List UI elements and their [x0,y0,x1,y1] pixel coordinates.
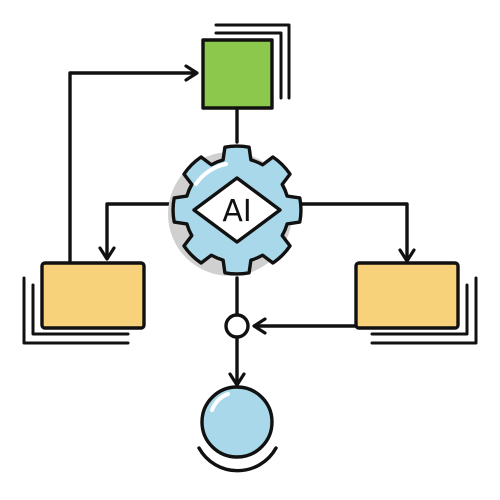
end-node [197,385,278,473]
ai-diamond [192,176,282,244]
top-box-shadow-lines [214,23,291,100]
connector-gear-to-left [98,202,192,261]
left-box-shadow-lines [22,276,130,345]
right-box-shadow-lines [370,276,478,345]
left-box-rect [40,261,146,330]
left-box [22,261,146,345]
right-box-rect [354,261,460,330]
connector-left-to-top [68,64,199,264]
end-node-highlight [210,392,230,412]
connector-gear-to-right [292,202,416,263]
merge-node [224,313,250,339]
end-node-shadow-arc [197,446,278,473]
ai-gear: AI [168,144,303,276]
end-node-circle [200,385,274,459]
top-box [201,23,291,110]
connectors [68,64,416,387]
right-box [354,261,478,345]
top-box-square [201,38,274,110]
ai-label: AI [222,194,251,229]
gear-highlight [194,162,228,186]
